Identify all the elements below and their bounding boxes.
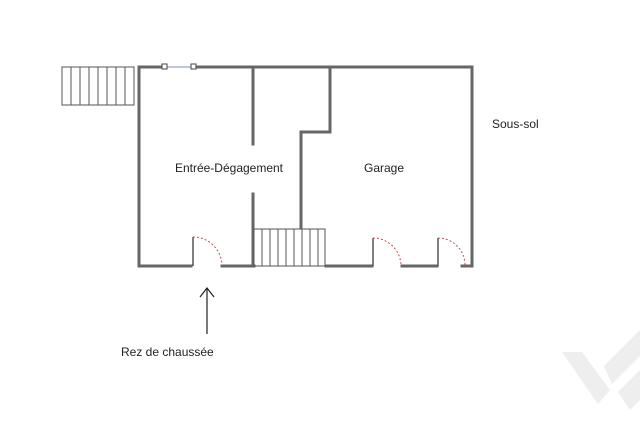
pointer-label: Rez de chaussée: [121, 345, 214, 359]
interior-staircase-icon: [253, 228, 326, 267]
door-icon-garage-2: [437, 237, 466, 267]
external-staircase-icon: [61, 66, 135, 106]
room-label-garage: Garage: [364, 161, 404, 175]
level-label: Sous-sol: [492, 117, 539, 131]
arrow-up-icon: [199, 287, 215, 334]
watermark-logo-icon: [562, 330, 640, 410]
door-icon-entry: [192, 236, 223, 267]
outer-walls: [137, 65, 474, 268]
door-icon-garage-1: [372, 237, 402, 267]
interior-walls: [251, 65, 332, 268]
window-icon: [161, 63, 197, 70]
room-label-entree: Entrée-Dégagement: [175, 161, 284, 175]
